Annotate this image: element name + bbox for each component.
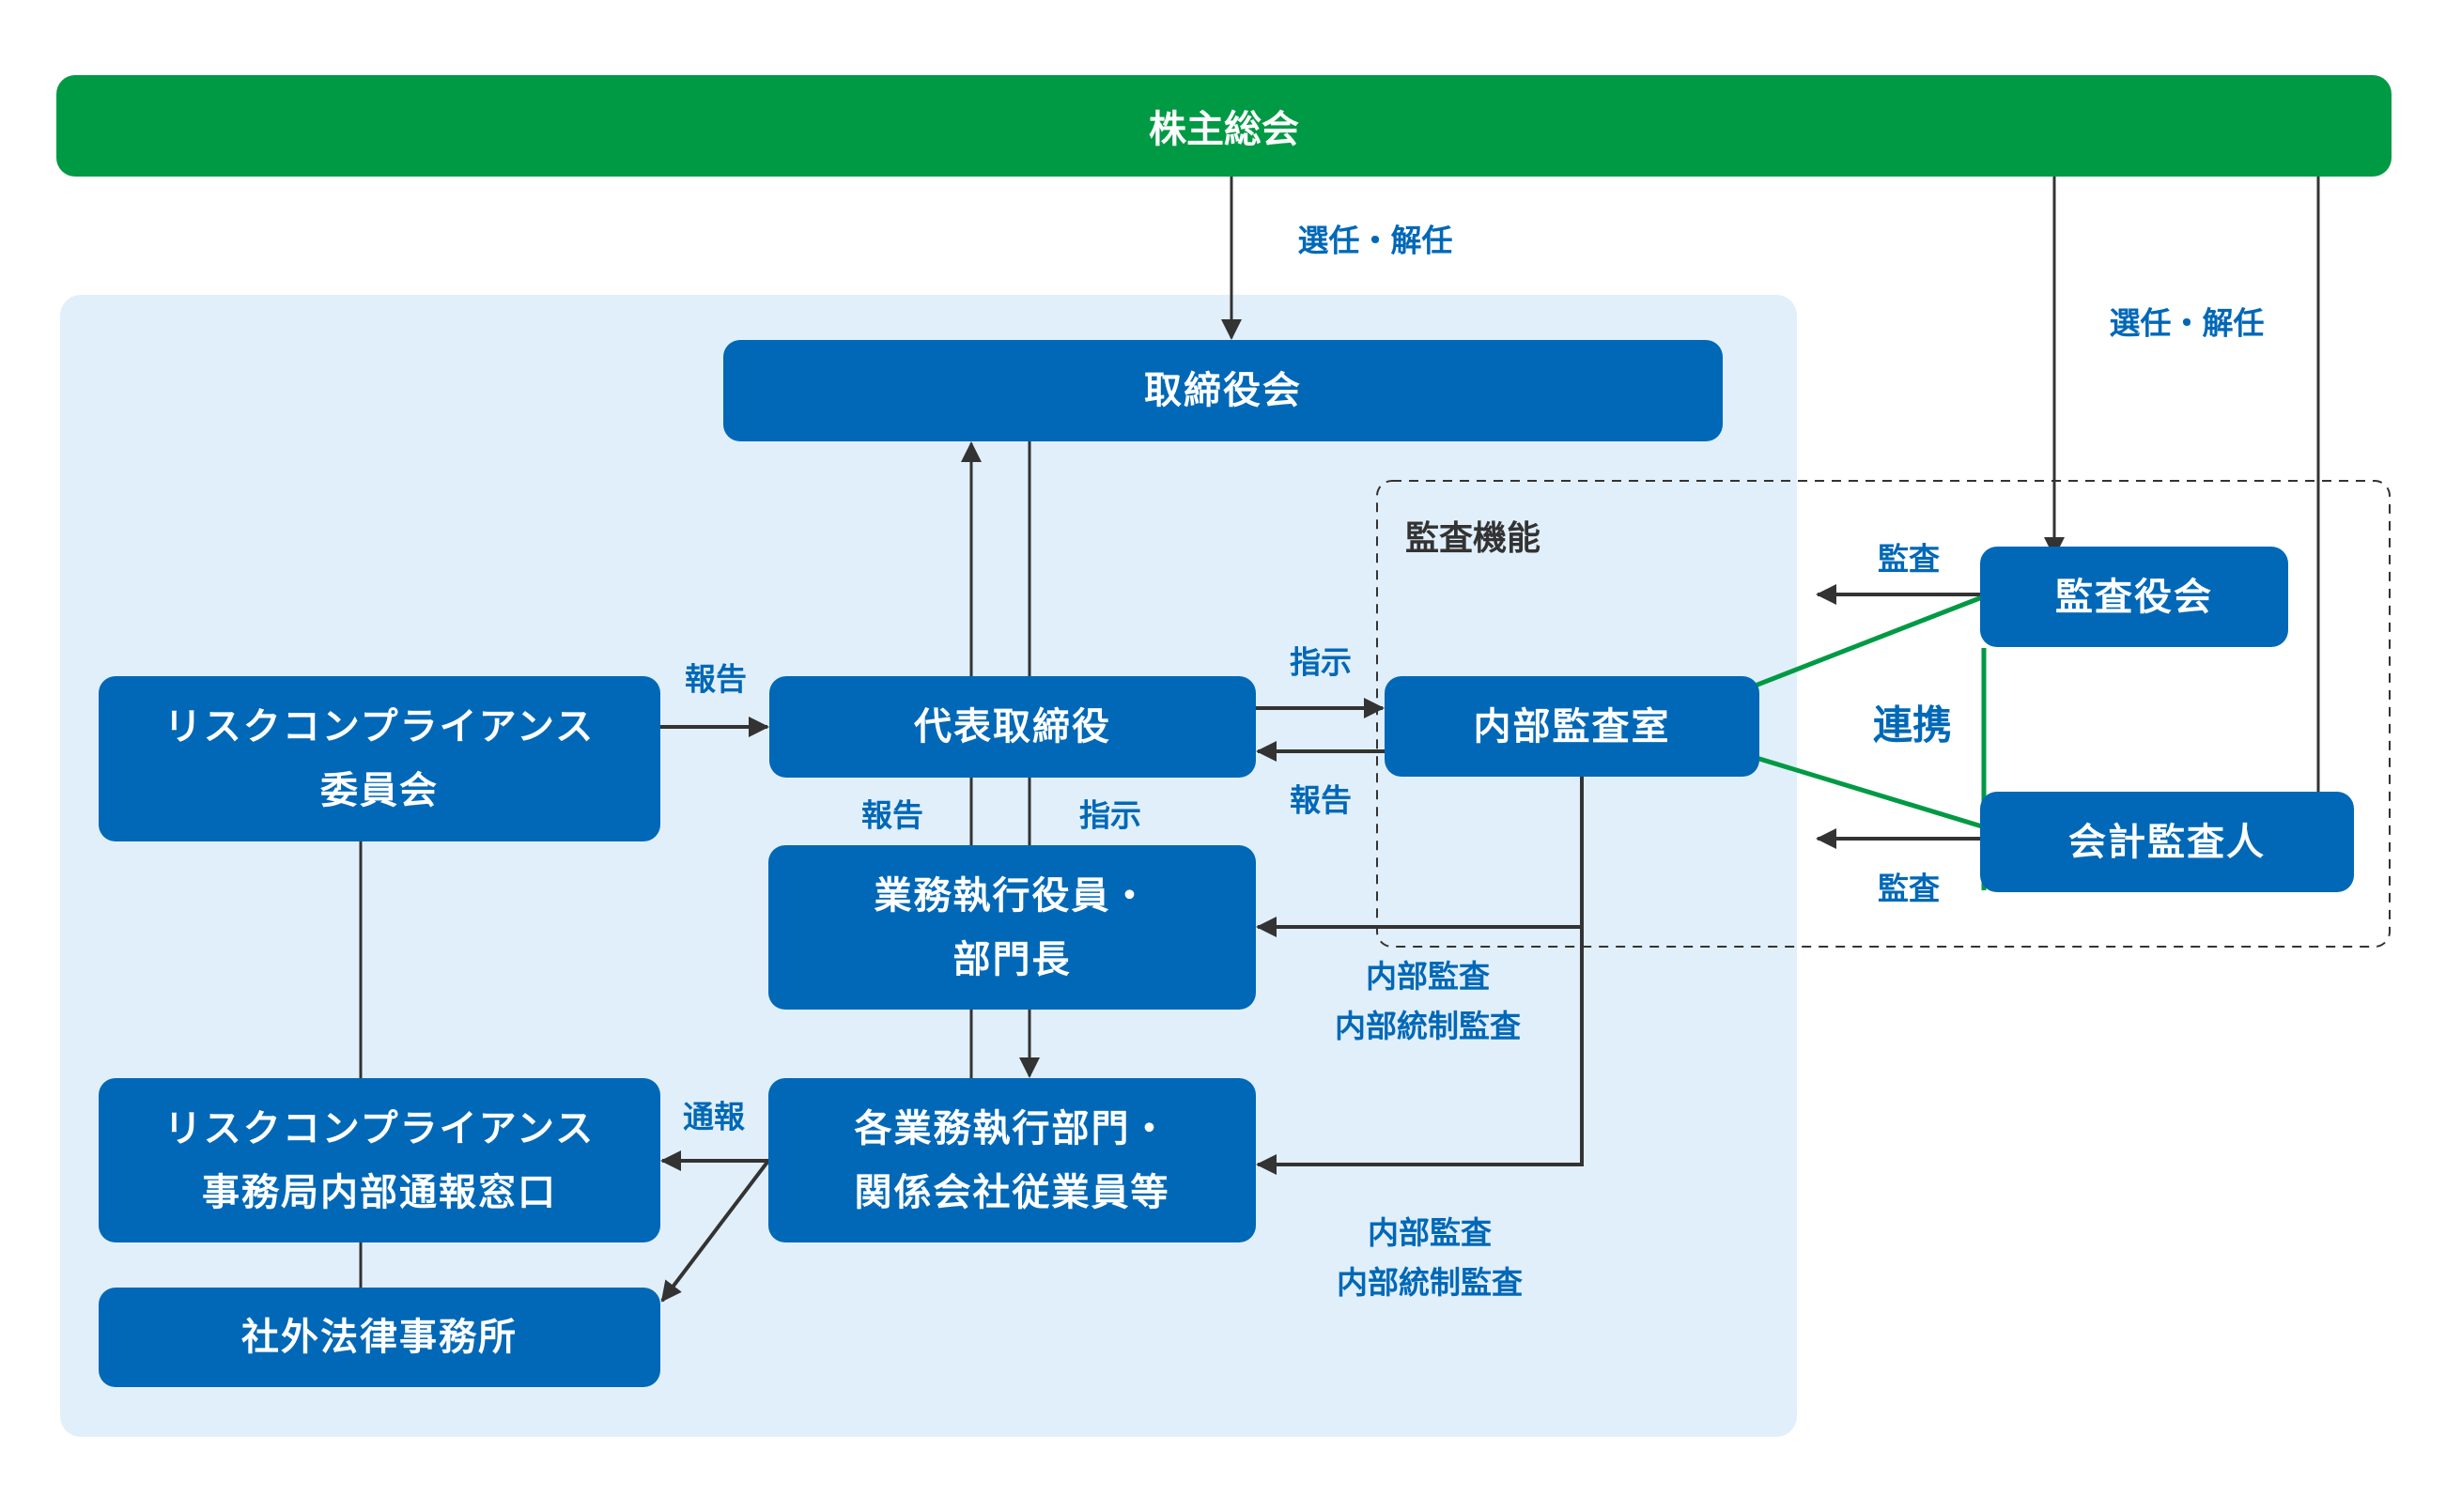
edge-label-instruct-audit: 指示 (1290, 643, 1352, 681)
edge-label-instruct-exec: 指示 (1079, 796, 1141, 834)
node-label: 社外法律事務所 (241, 1316, 518, 1359)
node-label: 株主総会 (1149, 108, 1299, 151)
edge-depts-lawfirm (660, 1159, 770, 1303)
node-executives: 業務執行役員・ 部門長 (768, 845, 1256, 1010)
node-risk-committee: リスクコンプライアンス 委員会 (99, 676, 660, 841)
node-label-line1: リスクコンプライアンス (163, 705, 596, 748)
node-departments: 各業務執行部門・ 関係会社従業員等 (768, 1078, 1256, 1242)
edge-label-internal-audit-depts: 内部監査 内部統制監査 (1337, 1209, 1523, 1308)
node-label-line2: 委員会 (320, 769, 439, 812)
edge-label-cooperation: 連携 (1872, 702, 1953, 748)
node-board: 取締役会 (723, 340, 1723, 441)
node-label: 代表取締役 (914, 705, 1111, 748)
node-law-firm: 社外法律事務所 (99, 1288, 660, 1387)
edge-label-appoint-board: 選任・解任 (1297, 222, 1453, 259)
edge-label-report-audit: 報告 (1290, 781, 1352, 819)
edge-label-audit-bottom: 監査 (1878, 870, 1940, 907)
node-label: 会計監査人 (2068, 820, 2266, 864)
node-accounting-auditor: 会計監査人 (1980, 792, 2354, 892)
node-audit-board: 監査役会 (1980, 547, 2288, 647)
node-label: 取締役会 (1144, 369, 1302, 412)
label-line1: 内部監査 (1368, 1214, 1492, 1252)
audit-function-label: 監査機能 (1405, 519, 1541, 558)
node-shareholders-meeting: 株主総会 (56, 75, 2392, 177)
node-label-line1: 業務執行役員・ (874, 873, 1151, 918)
edge-label-report-exec: 報告 (861, 796, 923, 834)
edge-label-internal-audit-exec: 内部監査 内部統制監査 (1335, 952, 1521, 1052)
node-label-line2: 関係会社従業員等 (854, 1170, 1170, 1214)
node-risk-office: リスクコンプライアンス 事務局内部通報窓口 (99, 1078, 660, 1242)
label-line1: 内部監査 (1366, 958, 1490, 995)
edge-label-report-committee: 報告 (685, 660, 747, 698)
node-label-line2: 事務局内部通報窓口 (202, 1170, 557, 1214)
edge-audit-depts (1256, 927, 1584, 1175)
node-ceo: 代表取締役 (769, 676, 1256, 778)
edge-label-appoint-auditors: 選任・解任 (2109, 304, 2265, 342)
edge-label-whistleblow: 通報 (683, 1098, 745, 1135)
node-label-line1: リスクコンプライアンス (163, 1106, 596, 1150)
node-label-line1: 各業務執行部門・ (854, 1106, 1170, 1150)
edge-label-audit-top: 監査 (1878, 540, 1940, 578)
node-internal-audit: 内部監査室 (1385, 676, 1759, 777)
node-label: 内部監査室 (1473, 704, 1671, 748)
node-label: 監査役会 (2055, 575, 2213, 619)
label-line2: 内部統制監査 (1335, 1008, 1521, 1044)
label-line2: 内部統制監査 (1337, 1264, 1523, 1301)
node-label-line2: 部門長 (952, 937, 1072, 981)
